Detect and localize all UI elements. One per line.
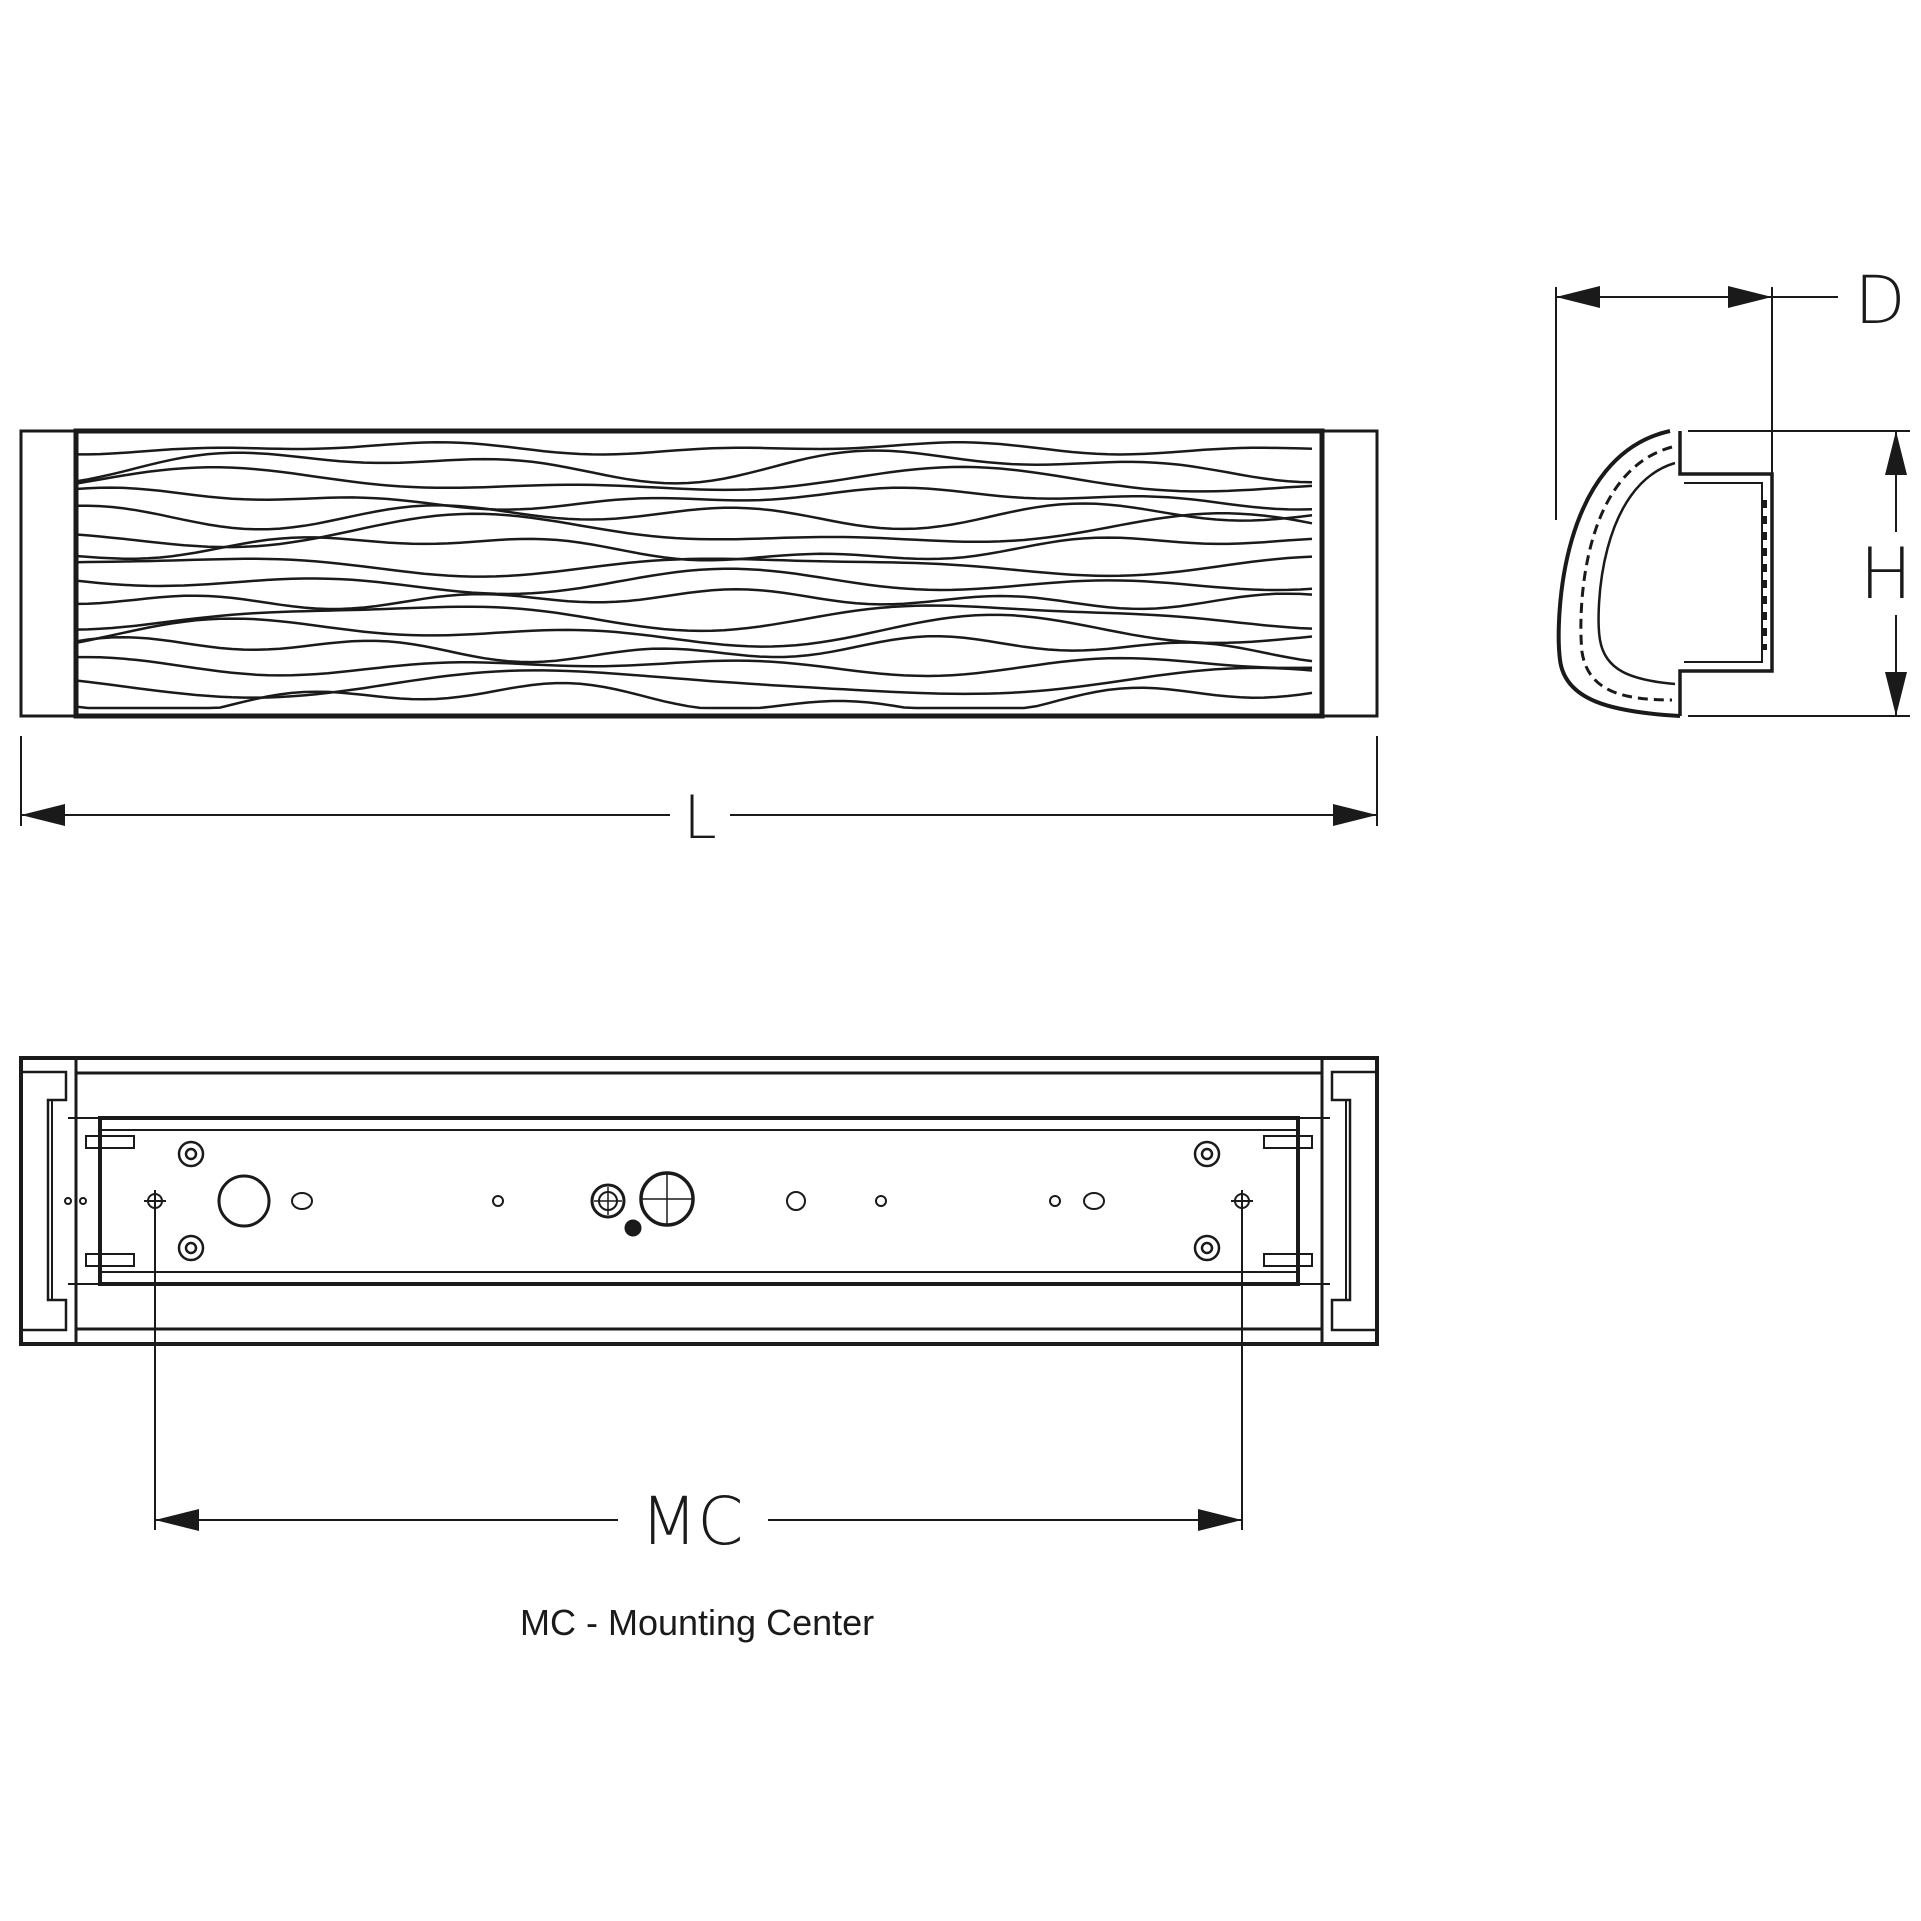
wave-line bbox=[75, 635, 1313, 664]
mounting-hole-right bbox=[1231, 1190, 1253, 1212]
left-end-cap bbox=[19, 429, 78, 718]
screw-hole bbox=[1193, 1234, 1221, 1262]
wave-line bbox=[75, 588, 1313, 611]
length-dimension bbox=[20, 736, 1378, 826]
right-end-cap bbox=[1320, 429, 1379, 718]
slot bbox=[85, 1135, 135, 1149]
wave-line bbox=[75, 536, 1313, 562]
wave-line bbox=[75, 555, 1313, 578]
depth-dimension bbox=[1555, 286, 1838, 520]
side-profile-view bbox=[1556, 429, 1774, 718]
screw-hole bbox=[1193, 1140, 1221, 1168]
ground-screw bbox=[624, 1219, 642, 1237]
mounting-channel bbox=[98, 1116, 1300, 1286]
profile-inner-curve bbox=[1597, 461, 1676, 686]
wire-hole bbox=[590, 1183, 626, 1219]
mounting-hole-left bbox=[144, 1190, 166, 1212]
slot bbox=[1263, 1135, 1313, 1149]
mounting-center-label: MC bbox=[640, 1483, 743, 1560]
housing-outline bbox=[19, 1056, 1379, 1346]
screw-hole bbox=[177, 1140, 205, 1168]
wave-pattern bbox=[75, 441, 1313, 710]
mounting-center-caption: MC - Mounting Center bbox=[520, 1602, 875, 1643]
wave-line bbox=[75, 604, 1313, 633]
slot bbox=[85, 1253, 135, 1267]
profile-outer-shell bbox=[1556, 429, 1681, 718]
wave-line bbox=[75, 512, 1313, 549]
wave-line bbox=[75, 449, 1313, 485]
front-view bbox=[19, 428, 1379, 719]
wave-line bbox=[75, 666, 1313, 699]
wave-line bbox=[76, 441, 1313, 456]
wave-line bbox=[75, 613, 1313, 648]
slot bbox=[1263, 1253, 1313, 1267]
knockout-hole bbox=[217, 1174, 271, 1228]
length-label: L bbox=[683, 783, 716, 853]
wave-line bbox=[75, 502, 1313, 531]
wave-line bbox=[75, 486, 1313, 511]
back-view bbox=[19, 1056, 1379, 1346]
wave-line bbox=[76, 655, 1313, 678]
mounting-bracket-inner bbox=[1684, 482, 1763, 663]
screw-hole bbox=[177, 1234, 205, 1262]
wave-glass-panel bbox=[73, 428, 1325, 719]
wave-line bbox=[75, 567, 1313, 596]
mounting-center-dimension bbox=[154, 1212, 1243, 1531]
height-label: H bbox=[1860, 533, 1913, 615]
wave-line bbox=[75, 681, 1313, 710]
height-dimension bbox=[1688, 430, 1910, 717]
depth-label: D bbox=[1855, 262, 1906, 339]
wave-line bbox=[75, 465, 1313, 493]
profile-inner-shell bbox=[1579, 445, 1673, 702]
mounting-bracket bbox=[1678, 431, 1774, 716]
